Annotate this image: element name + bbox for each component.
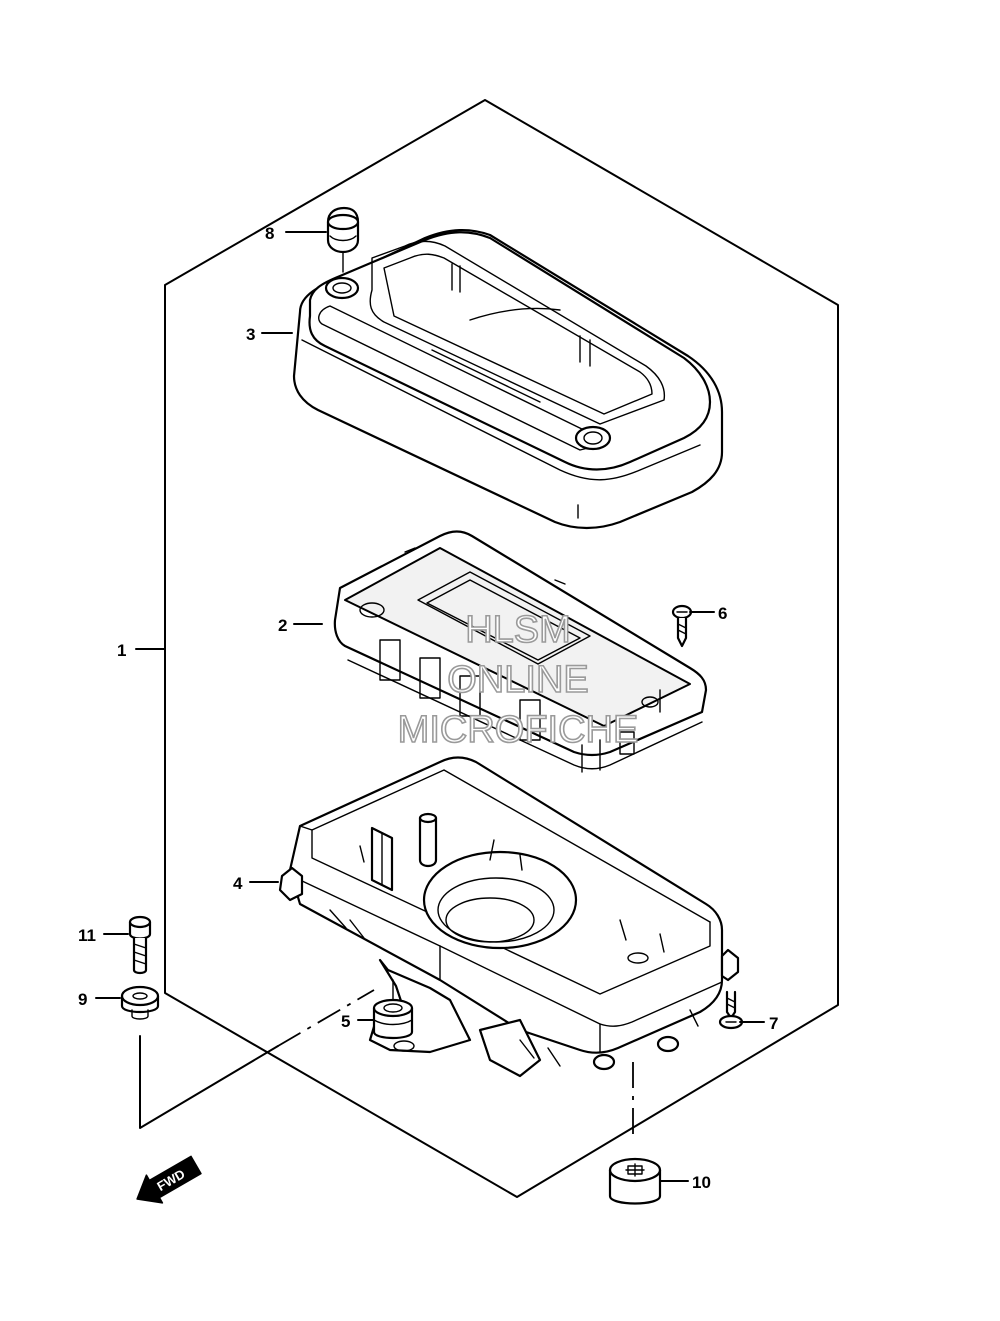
watermark: HLSM ONLINE MICROFICHE [397,608,639,752]
assembly-frame [164,99,839,1198]
callout-4: 4 [233,874,243,893]
part-6-screw[interactable] [671,604,693,648]
callout-5: 5 [341,1012,350,1031]
part-5-grommet[interactable] [372,979,414,1040]
part-11-bolt[interactable] [128,915,152,975]
part-10-cap[interactable] [608,1157,662,1205]
part-2-meter-unit[interactable] [333,530,708,773]
callout-2: 2 [278,616,287,635]
part-8-knob[interactable] [326,206,360,273]
watermark-line-2: ONLINE [447,659,588,701]
watermark-line-1: HLSM [465,609,571,651]
callout-9: 9 [78,990,87,1009]
callout-8: 8 [265,224,274,243]
alignment-line-9 [139,1035,279,1129]
part-9-collar[interactable] [120,985,160,1020]
fwd-arrow-icon: FWD [136,1155,202,1204]
part-7-screw[interactable] [718,990,744,1030]
watermark-line-3: MICROFICHE [398,709,639,751]
alignment-dash-9 [277,989,375,1047]
callout-7: 7 [769,1014,778,1033]
callout-3: 3 [246,325,255,344]
callout-10: 10 [692,1173,711,1192]
callout-1: 1 [117,641,126,660]
callout-11: 11 [78,926,96,945]
callout-6: 6 [718,604,727,623]
part-3-bezel[interactable] [292,228,724,530]
